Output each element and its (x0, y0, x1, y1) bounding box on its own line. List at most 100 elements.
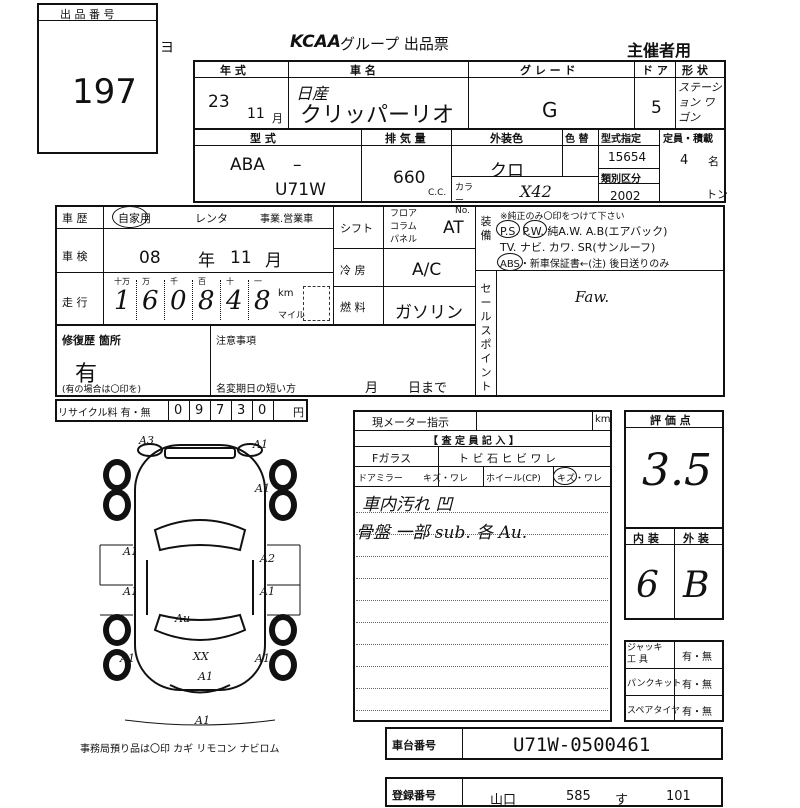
damage-mark: Au (174, 612, 190, 625)
registration-area: 山口 (490, 793, 517, 808)
puncture-kit-option[interactable]: 有・無 (682, 680, 712, 691)
exterior-label: 外 装 (683, 532, 709, 545)
month-value: 11 (247, 106, 265, 122)
brand-logo: KCAA (290, 32, 341, 52)
abs-circle (497, 253, 523, 271)
custody-items-label: 事務局預り品は〇印 カギ リモコン ナビロム (80, 744, 280, 755)
mirror-options: キズ・ワレ (423, 474, 469, 484)
lot-number-label: 出 品 番 号 (60, 8, 115, 21)
type-code: U71W (275, 180, 326, 200)
equipment-line-3: ABS・新車保証書←(注) 後日送りのみ (500, 259, 670, 270)
mileage-digit: 8 (254, 286, 271, 316)
shift-panel: パネル (390, 235, 418, 245)
registration-number: 101 (666, 789, 691, 804)
shift-label: シフト (340, 222, 373, 235)
maker-handwritten: 日産 (296, 84, 329, 103)
capacity-label: 定員・積載 (663, 134, 713, 145)
damage-mark: A1 (122, 585, 138, 598)
meter-km: km (595, 414, 611, 425)
displacement-label: 排 気 量 (385, 132, 426, 145)
mileage-digit-label: 千 (170, 277, 178, 286)
mileage-digit: 0 (170, 286, 187, 316)
inspector-note-1: 車内汚れ 凹 (362, 495, 453, 515)
month-unit: 月 (272, 112, 283, 125)
type-dash: – (293, 155, 302, 175)
mileage-digit-label: 百 (198, 277, 206, 286)
shift-floor: フロア (390, 209, 418, 219)
car-name: クリッパーリオ (300, 103, 455, 128)
windshield-options: ト ビ 石 ヒ ビ ワ レ (458, 452, 556, 465)
exterior-color: クロ (490, 161, 524, 181)
mileage-label: 走 行 (62, 296, 88, 309)
recycle-digit: 0 (258, 403, 267, 418)
model-label: 車 名 (350, 64, 376, 77)
corner-mark: ヨ (160, 40, 174, 56)
cc-unit: C.C. (428, 188, 447, 198)
mirror-label: ドアミラー (358, 474, 403, 484)
mileage-digit: 1 (114, 286, 131, 316)
mileage-digit: 4 (226, 286, 243, 316)
mileage-digit: 6 (142, 286, 159, 316)
inspector-box (353, 410, 612, 722)
fuel-label: 燃 料 (340, 301, 366, 314)
recycle-row (55, 399, 308, 422)
chassis-number: U71W-0500461 (513, 734, 651, 756)
windshield-label: Fガラス (372, 452, 412, 465)
grade-label: グ レ ー ド (520, 64, 576, 77)
exterior-color-label: 外装色 (490, 132, 523, 145)
wheel-label: ホイール(CP) (486, 474, 541, 484)
puncture-kit-label: パンクキット (627, 679, 682, 689)
damage-mark: A1 (197, 670, 213, 683)
spare-tire-label: スペアタイヤ (627, 706, 681, 716)
name-change-day: 日まで (408, 381, 448, 396)
jack-option[interactable]: 有・無 (682, 652, 712, 663)
mileage-digit-label: 万 (142, 277, 150, 286)
notes-label: 注意事項 (216, 336, 256, 347)
mileage-digit-label: 十万 (114, 277, 130, 286)
inspection-year-unit: 年 (198, 251, 215, 271)
mileage-digit: 8 (198, 286, 215, 316)
vehicle-info-block (193, 60, 726, 203)
fuel-value: ガソリン (395, 303, 463, 323)
type-prefix: ABA (230, 155, 265, 175)
sheet-title: グループ 出品票 (340, 35, 449, 53)
type-designation-label: 型式指定 (601, 134, 641, 145)
recycle-digit: 7 (216, 403, 225, 418)
exterior-score: B (683, 565, 710, 606)
load-unit: トン (706, 188, 728, 201)
jack-label: ジャッキ 工 具 (627, 643, 663, 665)
recycle-unit: 円 (293, 406, 304, 419)
capacity-unit: 名 (708, 155, 719, 168)
wheel-options: キズ・ワレ (557, 474, 603, 484)
score-label: 評 価 点 (650, 414, 691, 427)
score-value: 3.5 (642, 445, 712, 496)
year-value: 23 (208, 92, 230, 112)
chassis-box (385, 727, 723, 760)
displacement: 660 (393, 168, 426, 188)
registration-class: 585 (566, 789, 591, 804)
equipment-label: 装備 (480, 215, 492, 242)
recycle-label: リサイクル料 有・無 (58, 408, 151, 419)
lot-number-box (37, 3, 158, 154)
inspector-header: 【 査 定 員 記 入 】 (428, 436, 519, 447)
repair-value: 有 (75, 362, 98, 387)
business-option[interactable]: 事業.営業車 (260, 214, 314, 225)
capacity: 4 (680, 153, 689, 168)
wheel-scratch-circle (553, 467, 577, 485)
inspection-month: 11 (230, 248, 252, 268)
mile-checkbox[interactable] (303, 286, 330, 321)
class-label: 類別区分 (601, 174, 641, 185)
registration-label: 登録番号 (392, 789, 436, 802)
grade-value: G (542, 98, 558, 122)
chassis-label: 車台番号 (392, 739, 436, 752)
ac-label: 冷 房 (340, 264, 366, 277)
meter-label: 現メーター指示 (372, 416, 449, 429)
damage-mark: A2 (259, 552, 275, 565)
spare-tire-option[interactable]: 有・無 (682, 707, 712, 718)
door-count: 5 (651, 98, 662, 118)
rental-option[interactable]: レンタ (195, 212, 228, 225)
repair-note: (有の場合は〇印を) (62, 385, 142, 395)
class-number: 2002 (610, 189, 641, 203)
recycle-digit: 3 (237, 403, 246, 418)
equipment-line-2: TV. ナビ. カワ. SR(サンルーフ) (500, 241, 656, 254)
